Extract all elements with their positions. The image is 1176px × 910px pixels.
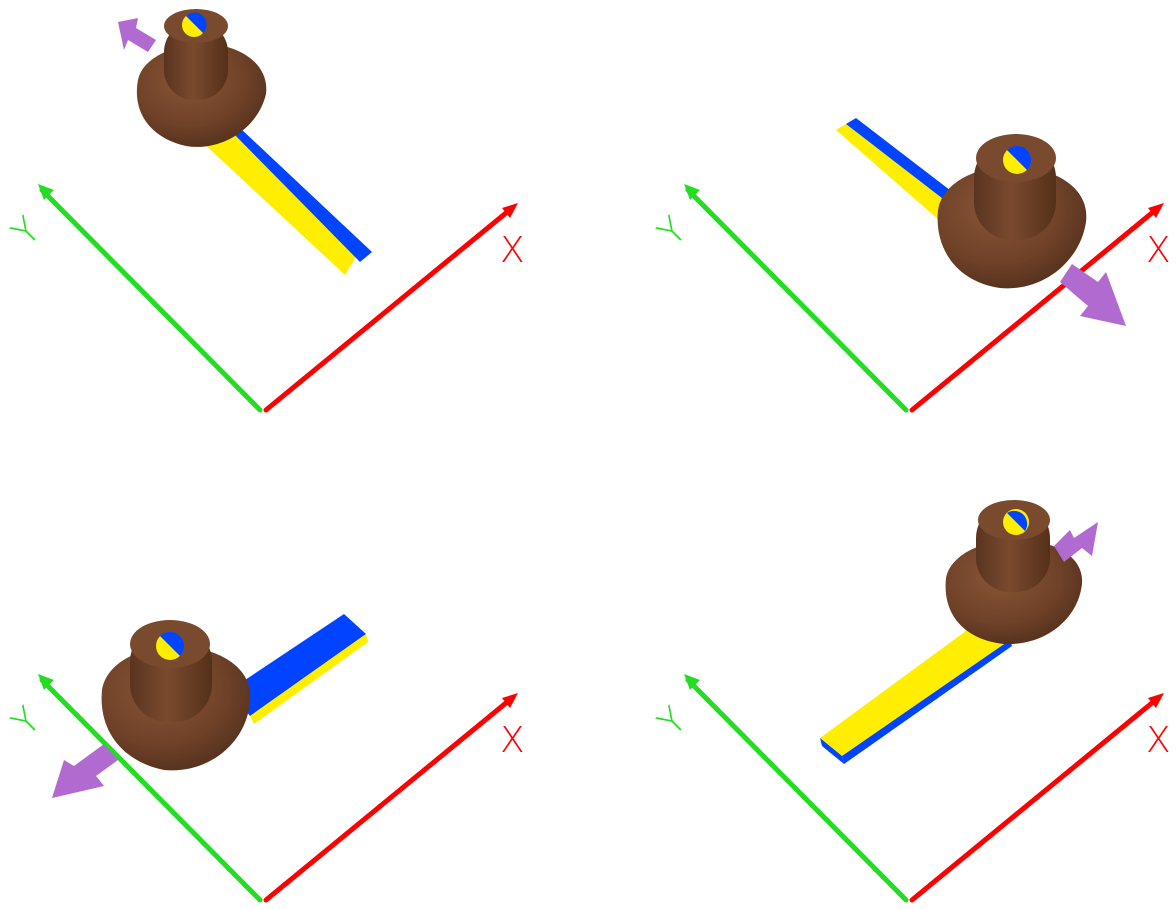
y-axis-arrowhead [684, 674, 700, 690]
movement-arrow-up-left [118, 18, 156, 52]
knob [136, 9, 267, 147]
y-axis-label: Y [5, 700, 50, 745]
panel-top-left: Y X [5, 9, 525, 413]
bar-blue-face [820, 738, 844, 764]
knob-indicator [1003, 509, 1029, 535]
bar-yellow-face [200, 130, 360, 275]
bar-yellow-face [836, 124, 960, 228]
bar-blue-face [846, 118, 968, 212]
arrow-shape [118, 18, 156, 52]
knob-indicator [182, 12, 207, 37]
x-axis-line [909, 695, 1161, 903]
y-axis-line [685, 677, 909, 903]
y-axis-arrowhead [684, 184, 700, 200]
movement-arrow-up-right [1054, 522, 1098, 562]
y-axis-label: Y [5, 210, 50, 255]
y-axis-arrowhead [38, 674, 54, 690]
y-axis-line [685, 187, 909, 413]
x-axis-arrowhead [1148, 693, 1164, 708]
y-axis-label: Y [651, 210, 696, 255]
x-axis-arrowhead [1148, 203, 1164, 218]
y-axis-line [39, 677, 263, 903]
panel-bottom-right: Y X [651, 500, 1171, 903]
indicator-blue-half [186, 12, 207, 33]
movement-arrow-down-left [52, 744, 118, 798]
knob [101, 620, 251, 771]
arrow-shape [52, 744, 118, 798]
axes-group: Y X [651, 184, 1171, 413]
x-axis-label: X [1146, 720, 1171, 761]
knob-indicator [1003, 145, 1032, 174]
bar [230, 614, 368, 724]
indicator-blue-half [160, 631, 185, 656]
indicator-blue-half [1007, 145, 1032, 170]
knob [945, 500, 1083, 645]
x-axis-line [909, 205, 1161, 413]
knob-indicator [156, 631, 185, 660]
bar-blue-face [230, 614, 366, 716]
y-axis-label: Y [651, 700, 696, 745]
bar-yellow-face [250, 634, 368, 724]
movement-arrow-down-right [1060, 264, 1126, 326]
axes-group: Y X [5, 674, 525, 903]
x-axis-label: X [500, 720, 525, 761]
axes-group: Y X [5, 184, 525, 413]
bar-blue-face [230, 128, 372, 262]
bar-blue-edge [842, 640, 1012, 764]
bar [820, 628, 1012, 764]
bar [836, 118, 968, 228]
bar [200, 128, 372, 275]
x-axis-line [263, 695, 515, 903]
panel-bottom-left: Y X [5, 614, 525, 903]
y-axis-line [39, 187, 263, 413]
x-axis-label: X [500, 230, 525, 271]
arrow-shape [1060, 264, 1126, 326]
x-axis-arrowhead [502, 203, 518, 218]
x-axis-label: X [1146, 230, 1171, 271]
bar-yellow-face [820, 628, 1010, 756]
panel-top-right: Y X [651, 118, 1171, 413]
indicator-blue-half [1007, 510, 1028, 531]
knob-neck [164, 22, 228, 100]
arrow-shape [1054, 522, 1098, 562]
y-axis-arrowhead [38, 184, 54, 200]
x-axis-arrowhead [502, 693, 518, 708]
knob [937, 134, 1087, 289]
x-axis-line [263, 205, 515, 413]
